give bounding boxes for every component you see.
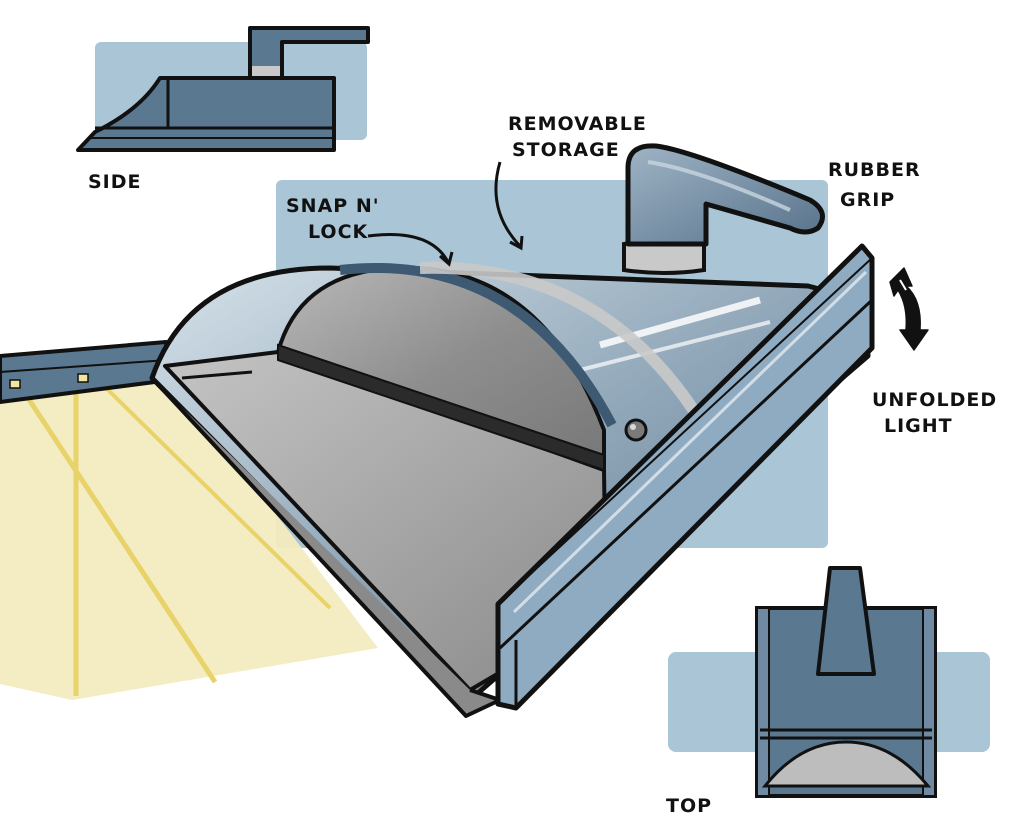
top-view-label: TOP [666,795,712,817]
top-view-handle [816,566,876,676]
rubber-grip-label-line1: RUBBER [828,159,921,181]
snap-lock-seam [277,343,605,472]
led-light [77,373,89,383]
light-beam [0,362,378,700]
unfolded-light-panel[interactable] [495,243,875,711]
snap-lock-arrow [367,232,450,263]
led-light [9,379,21,389]
removable-storage-arrow [494,161,522,248]
lock-button[interactable] [624,418,648,442]
top-view: TOP [666,566,990,817]
side-view-label: SIDE [88,171,142,193]
removable-storage-label-line2: STORAGE [512,139,620,161]
rubber-grip-label-line2: GRIP [840,189,895,211]
unfolded-light-label-line1: UNFOLDED [872,389,997,411]
fold-arrow-icon [889,267,929,351]
unfolded-light-label-line2: LIGHT [884,415,953,437]
snap-lock-label-line2: LOCK [308,221,369,243]
top-view-dome [761,740,932,788]
side-view-body [76,76,336,152]
main-perspective [0,143,929,718]
removable-storage-label-line1: REMOVABLE [508,113,647,135]
side-view: SIDE [76,26,370,193]
snap-lock-label-line1: SNAP N' [286,195,380,217]
rubber-grip-handle[interactable] [625,143,825,247]
